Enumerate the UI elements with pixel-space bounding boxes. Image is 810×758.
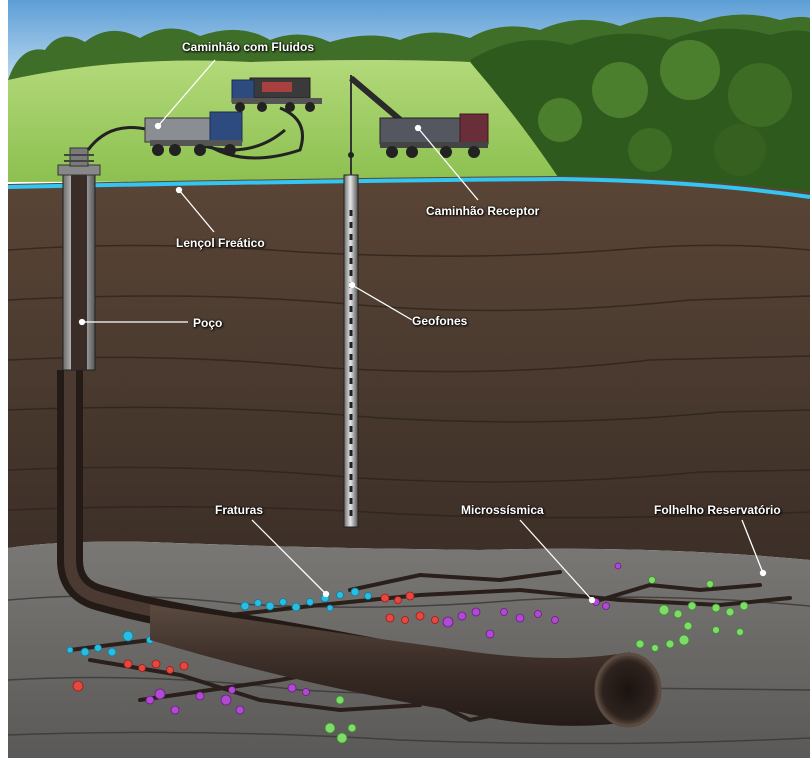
label-fluid-truck: Caminhão com Fluidos (182, 40, 315, 54)
soil-strata (7, 244, 810, 519)
fluid-truck-front (144, 111, 243, 156)
label-reservoir-shale: Folhelho Reservatório (654, 503, 781, 517)
label-water-table: Lençol Freático (176, 236, 265, 250)
label-well: Poço (193, 316, 223, 330)
fluid-truck-back (231, 77, 322, 112)
well-casing (57, 147, 101, 371)
label-fractures: Fraturas (215, 503, 264, 517)
horizontal-well-pipe (57, 370, 662, 728)
water-table-line (7, 176, 810, 199)
fluid-truck-hoses (86, 106, 304, 160)
label-microseismic: Microssísmica (461, 503, 544, 517)
leader-lines (78, 59, 767, 604)
geophone-well (343, 75, 359, 528)
soil-layer (8, 176, 810, 560)
grass-field (8, 60, 560, 182)
pipe-end-opening (594, 652, 662, 728)
label-geophones: Geofones (412, 314, 468, 328)
label-receiver-truck: Caminhão Receptor (426, 204, 540, 218)
